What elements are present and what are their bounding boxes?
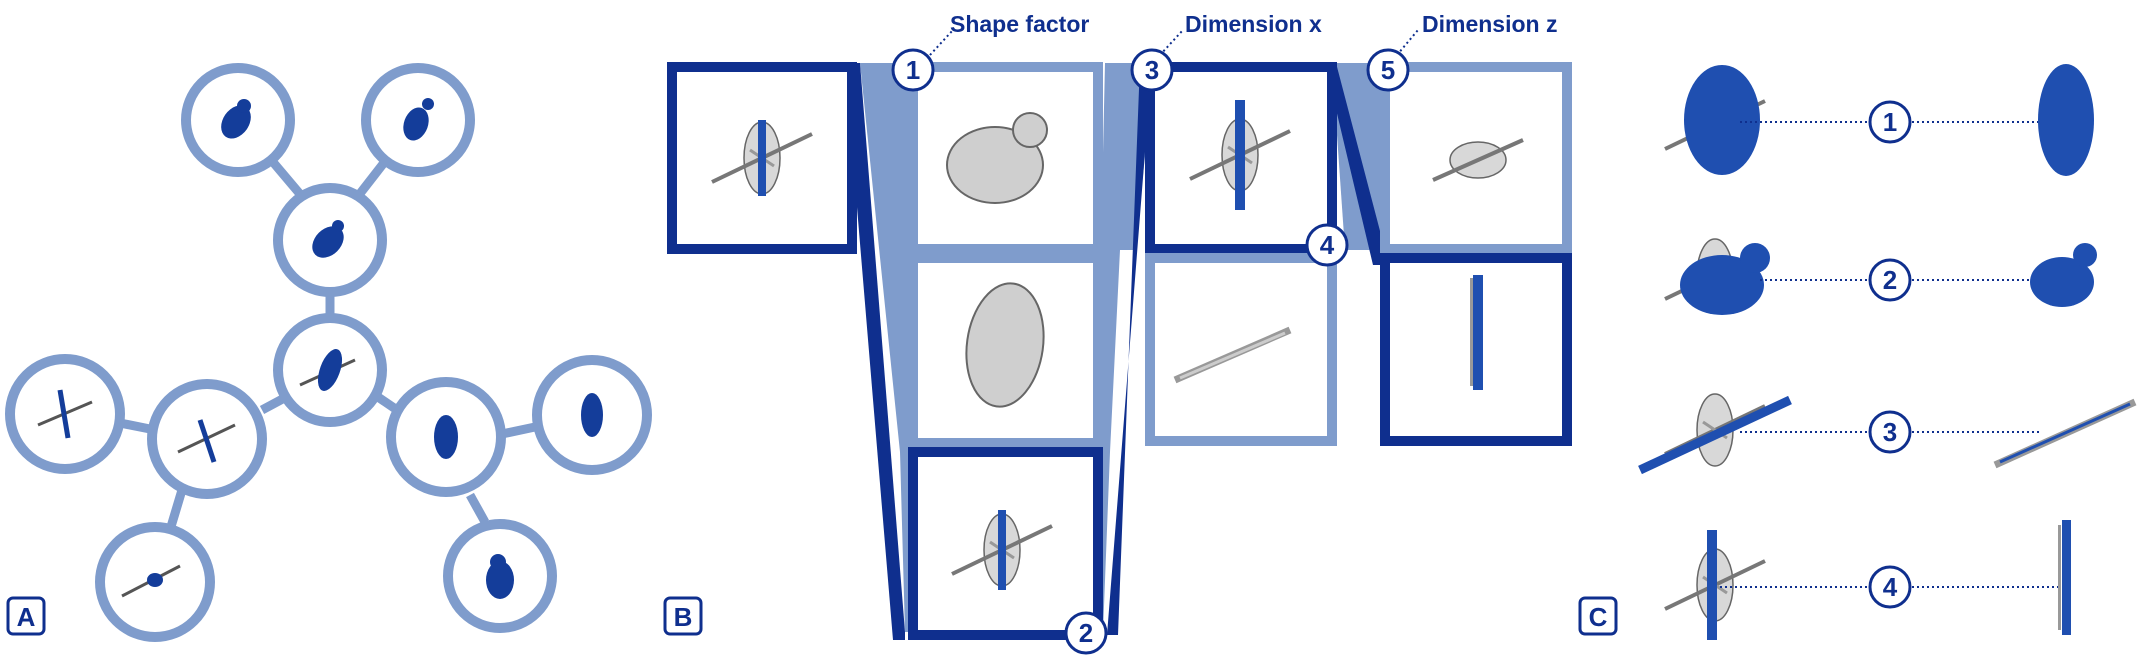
panel-b-letter: B — [674, 602, 693, 632]
badge-2: 2 — [1064, 611, 1108, 655]
badge-4: 4 — [1305, 223, 1349, 267]
node-glyphs — [37, 98, 603, 599]
panel-b: Shape factor Dimension x Dimension z 1 2… — [663, 11, 1572, 655]
panel-c-letter-box: C — [1578, 596, 1618, 636]
svg-text:2: 2 — [1079, 618, 1093, 648]
c-row-3: 3 — [1638, 392, 2137, 475]
svg-text:3: 3 — [1145, 55, 1159, 85]
header-dimension-z: Dimension z — [1422, 11, 1557, 37]
panel-c: 1 2 3 — [1578, 64, 2137, 640]
badge-5: 5 — [1366, 48, 1410, 92]
panel-a-letter: A — [17, 602, 36, 632]
panel-b-letter-box: B — [663, 596, 703, 636]
c-badge-1: 1 — [1883, 107, 1897, 137]
column-headers: Shape factor Dimension x Dimension z — [929, 11, 1557, 56]
panel-a: A — [5, 63, 652, 642]
c-badge-2: 2 — [1883, 265, 1897, 295]
c-badge-4: 4 — [1883, 572, 1898, 602]
c-badge-3: 3 — [1883, 417, 1897, 447]
panel-c-letter: C — [1589, 602, 1608, 632]
svg-text:1: 1 — [906, 55, 920, 85]
panel-a-letter-box: A — [6, 596, 46, 636]
badges: 1 2 3 4 5 — [891, 48, 1410, 655]
svg-text:4: 4 — [1320, 230, 1335, 260]
header-dimension-x: Dimension x — [1185, 11, 1322, 37]
badge-1: 1 — [891, 48, 935, 92]
tree-nodes — [5, 63, 652, 642]
svg-text:5: 5 — [1381, 55, 1395, 85]
c-row-4: 4 — [1663, 520, 2071, 640]
c-row-1: 1 — [1663, 64, 2094, 176]
funnel-dark — [845, 63, 1385, 640]
frame-shapes — [710, 100, 1524, 590]
header-shape-factor: Shape factor — [950, 11, 1089, 37]
c-row-2: 2 — [1663, 237, 2097, 315]
badge-3: 3 — [1130, 48, 1174, 92]
